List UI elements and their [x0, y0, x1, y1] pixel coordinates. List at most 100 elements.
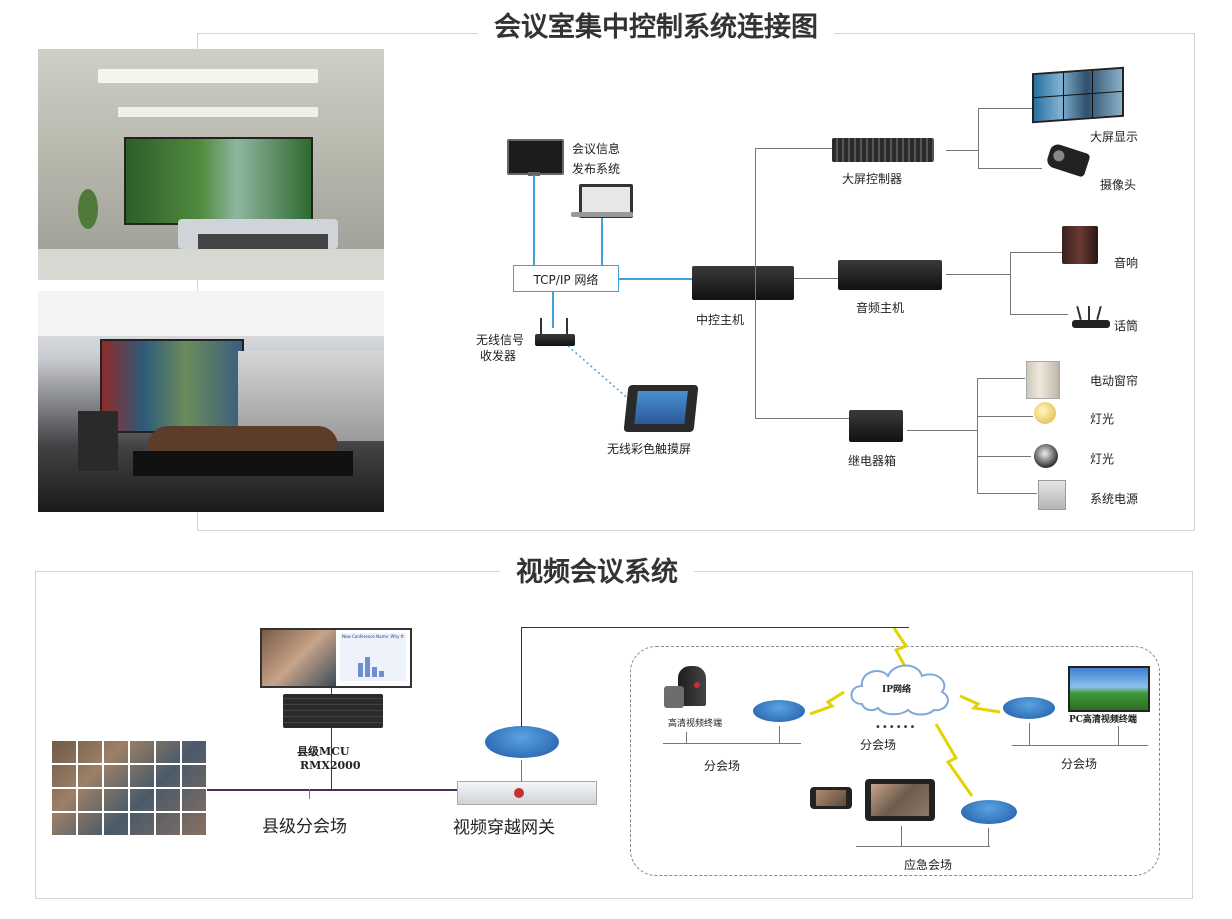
- screen-ctrl-out: [946, 150, 978, 151]
- screen-controller-icon: [832, 138, 934, 162]
- hd-video-terminal-icon: [664, 666, 714, 712]
- wan-line-up: [521, 627, 522, 727]
- relay-bracket: [977, 378, 978, 493]
- speaker-label: 音响: [1114, 256, 1139, 270]
- branch-right-router-icon: [1003, 697, 1055, 725]
- hd-terminal-label: 高清视频终端: [668, 719, 723, 729]
- light-2-label: 灯光: [1090, 452, 1115, 466]
- wan-line-across: [521, 627, 909, 628]
- mcu-monitor-screen: New Conference Name: Why the Video: [260, 628, 412, 688]
- lightning-bolt-icon-cloud-top: [892, 628, 910, 673]
- router-gateway-stem: [521, 760, 522, 782]
- speaker-icon: [1062, 226, 1098, 264]
- branch-to-screen-controller: [755, 148, 832, 149]
- audio-bracket: [1010, 252, 1011, 314]
- emergency-drop-1: [901, 826, 902, 846]
- branch-to-relay: [755, 418, 849, 419]
- branch-right-bus: [1012, 745, 1148, 746]
- ip-network-label: IP网络: [882, 685, 911, 695]
- system-power-label: 系统电源: [1090, 492, 1139, 506]
- network-line-laptop: [601, 218, 603, 266]
- light-1-label: 灯光: [1090, 412, 1115, 426]
- network-line-monitor: [533, 175, 535, 266]
- branch-left-router-icon: [753, 700, 805, 728]
- touch-screen-icon: [623, 385, 699, 432]
- network-line-wireless: [552, 290, 554, 328]
- to-big-screen: [978, 108, 1032, 109]
- gateway-router-icon: [485, 726, 559, 764]
- mcu-link-line: [331, 680, 332, 790]
- branch-right-drop-1: [1029, 723, 1030, 745]
- audio-host-label: 音频主机: [856, 301, 905, 315]
- wireless-transceiver-icon: [535, 334, 575, 346]
- pc-terminal-icon: [1068, 666, 1150, 712]
- wireless-transceiver-label-2: 收发器: [480, 349, 517, 363]
- mcu-label-2: RMX2000: [300, 759, 361, 772]
- lightning-bolt-icon-left: [809, 690, 845, 716]
- meeting-room-photo-2: [38, 291, 384, 512]
- lightning-bolt-icon-down: [934, 723, 974, 797]
- meeting-room-photo-1: [38, 49, 384, 280]
- curtain-icon: [1026, 361, 1060, 399]
- to-microphone: [1010, 314, 1068, 315]
- branch-left-bus: [663, 743, 801, 744]
- lightning-bolt-icon-right: [959, 694, 1001, 714]
- tcp-ip-network-label: TCP/IP 网络: [533, 273, 599, 287]
- audio-host-icon: [838, 260, 942, 290]
- ip-network-cloud-icon: [850, 664, 949, 716]
- camera-label: 摄像头: [1100, 178, 1137, 192]
- branch-left-drop-1: [686, 732, 687, 743]
- county-site-label: 县级分会场: [262, 817, 347, 837]
- monitor-stand: [528, 172, 540, 176]
- antenna-left: [540, 318, 542, 334]
- branch-right-drop-2: [1118, 726, 1119, 745]
- county-site-tick: [309, 789, 310, 799]
- branch-to-audio-host: [794, 278, 838, 279]
- info-display-monitor-icon: [507, 139, 564, 175]
- county-site-video-mosaic: [52, 740, 207, 835]
- microphone-icon: [1068, 305, 1114, 328]
- mcu-label-1: 县级MCU: [297, 745, 350, 758]
- branch-network-area: [630, 646, 1160, 876]
- spotlight-icon: [1034, 444, 1058, 468]
- central-vertical-trunk: [755, 148, 756, 418]
- bottom-section-title: 视频会议系统: [500, 555, 694, 591]
- county-purple-line: [207, 789, 457, 791]
- branch-center-label: 分会场: [860, 738, 897, 752]
- relay-box-label: 继电器箱: [848, 454, 897, 468]
- gateway-device-icon: [457, 781, 597, 805]
- antenna-right: [566, 318, 568, 334]
- branch-left-label: 分会场: [704, 759, 741, 773]
- to-curtain: [977, 378, 1025, 379]
- power-switch-icon: [1038, 480, 1066, 510]
- central-host-label: 中控主机: [696, 313, 745, 327]
- cloud-dots: ••••••: [875, 722, 917, 733]
- to-speaker: [1010, 252, 1062, 253]
- branch-left-drop-2: [779, 726, 780, 743]
- wireless-transceiver-label-1: 无线信号: [476, 333, 525, 347]
- light-bulb-icon: [1034, 402, 1056, 424]
- curtain-label: 电动窗帘: [1090, 374, 1139, 388]
- audio-out: [946, 274, 1010, 275]
- big-screen-video-wall-icon: [1032, 66, 1124, 124]
- screen-controller-label: 大屏控制器: [842, 172, 903, 186]
- tcp-ip-network-box: [513, 265, 619, 292]
- to-power: [977, 493, 1037, 494]
- emergency-bus: [856, 846, 990, 847]
- pc-terminal-label: PC高清视频终端: [1069, 715, 1137, 725]
- emergency-router-icon: [961, 800, 1017, 830]
- mcu-device-icon: [283, 694, 383, 728]
- tablet-icon: [865, 779, 935, 821]
- to-light-2: [977, 456, 1031, 457]
- central-host-icon: [692, 266, 794, 300]
- big-screen-label: 大屏显示: [1090, 130, 1139, 144]
- laptop-base: [571, 212, 633, 217]
- relay-box-icon: [849, 410, 903, 442]
- emergency-site-label: 应急会场: [904, 858, 953, 872]
- branch-right-label: 分会场: [1061, 757, 1098, 771]
- to-light-1: [977, 416, 1033, 417]
- microphone-label: 话筒: [1114, 319, 1139, 333]
- info-system-label-1: 会议信息: [572, 142, 621, 156]
- info-system-label-2: 发布系统: [572, 162, 621, 176]
- wireless-dotted-link: [567, 345, 633, 403]
